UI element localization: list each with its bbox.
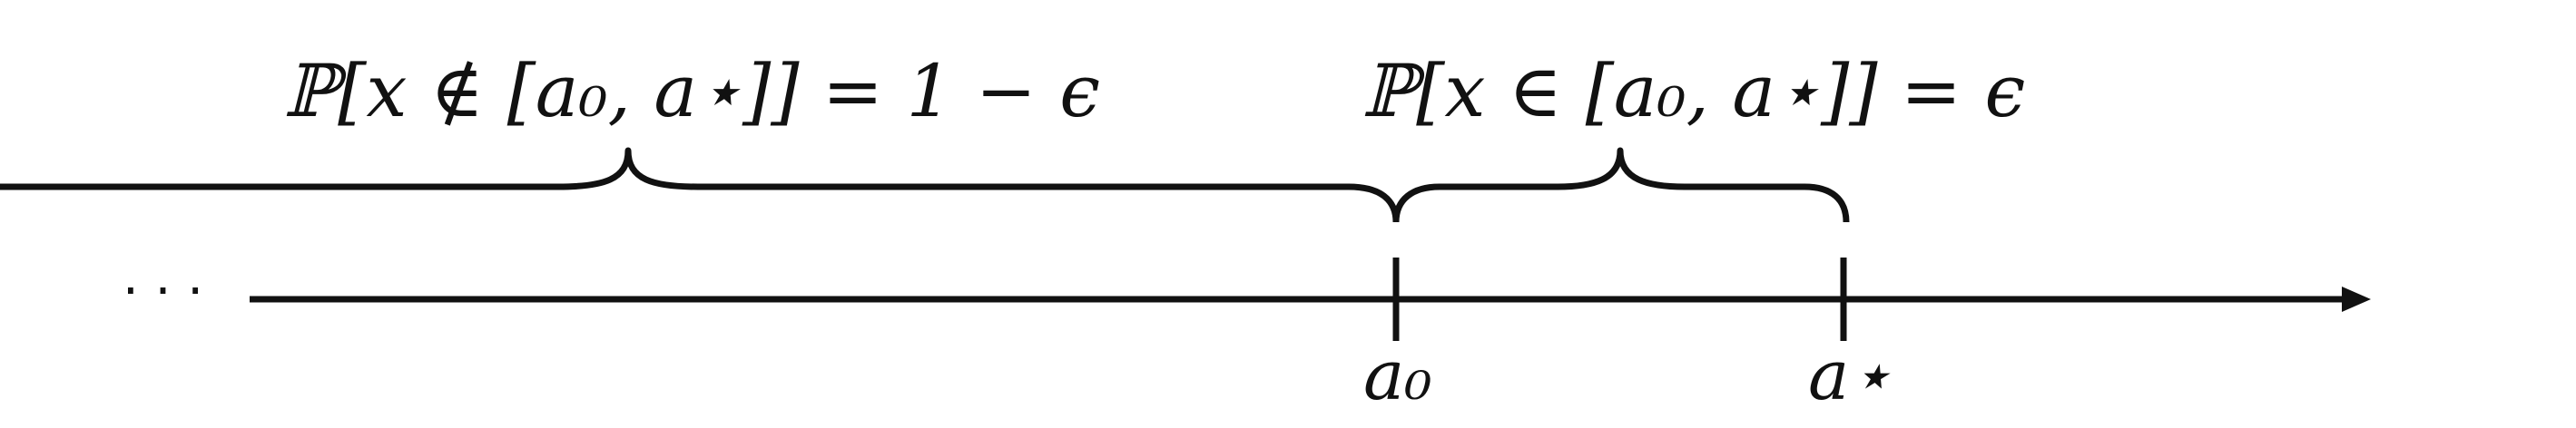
outside-brace xyxy=(0,147,1400,223)
outside-probability-label: ℙ[x ∉ [a₀, a⋆]] = 1 − ϵ xyxy=(283,49,1100,133)
axis-arrowhead xyxy=(2342,287,2371,312)
inside-brace xyxy=(1392,147,1850,223)
tick-label-astar: a⋆ xyxy=(1808,335,1893,415)
ellipsis-label: · · · xyxy=(123,262,203,321)
tick-label-a0: a₀ xyxy=(1363,335,1432,415)
inside-probability-label: ℙ[x ∈ [a₀, a⋆]] = ϵ xyxy=(1362,49,2025,133)
